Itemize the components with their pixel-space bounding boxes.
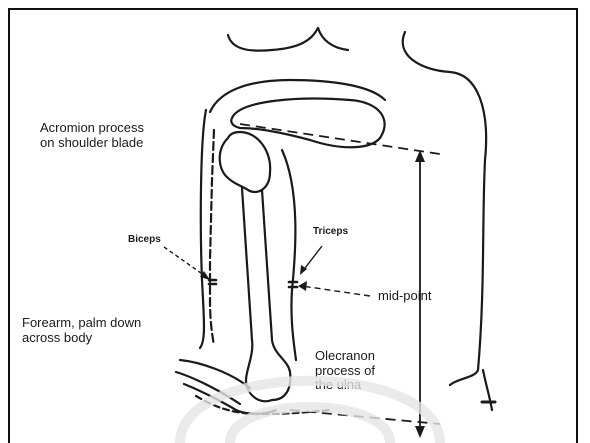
triceps-label: Triceps (313, 226, 348, 237)
torso-outline (403, 32, 486, 385)
biceps-outline (210, 130, 214, 345)
humerus-shaft-right (262, 190, 290, 400)
humerus-head (220, 132, 270, 192)
trapezius-outline (318, 28, 348, 50)
midpoint-pointer-head (298, 281, 307, 291)
torso-lower-outline (483, 370, 492, 410)
olecranon-reference-line (290, 410, 440, 424)
olecranon-label: Olecranon process of the ulna (315, 349, 375, 393)
triceps-outline (282, 150, 296, 360)
acromion-label: Acromion process on shoulder blade (40, 121, 144, 150)
forearm-outline-mid (176, 372, 240, 404)
forearm-label: Forearm, palm down across body (22, 316, 141, 345)
shoulder-outline (210, 80, 385, 112)
humerus-shaft-left (242, 188, 272, 401)
acromion-reference-line (240, 124, 440, 154)
midpoint-label: mid-point (378, 289, 431, 304)
neck-outline (228, 28, 318, 51)
midpoint-pointer (302, 286, 370, 296)
measurement-arrowhead-bottom (415, 426, 425, 438)
outer-arm-outline (200, 110, 206, 348)
acromion-outline (231, 99, 384, 148)
biceps-label: Biceps (128, 234, 161, 245)
forearm-outline-top (180, 360, 250, 388)
